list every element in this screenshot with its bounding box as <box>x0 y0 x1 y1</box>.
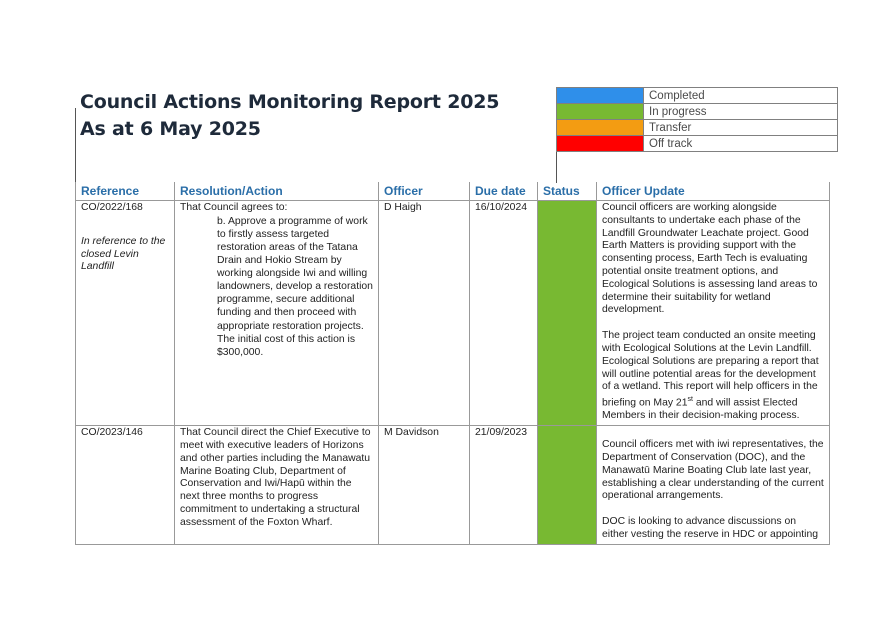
table-header-row: Reference Resolution/Action Officer Due … <box>75 182 830 201</box>
title-line-2: As at 6 May 2025 <box>80 118 261 140</box>
legend-label: In progress <box>643 103 838 120</box>
update-text: and will assist Elected Members in their… <box>602 397 800 422</box>
resolution-cell: That Council agrees to: b. Approve a pro… <box>174 199 379 427</box>
column-header-resolution: Resolution/Action <box>174 182 379 201</box>
officer-cell: M Davidson <box>378 425 470 545</box>
left-margin-rule <box>75 108 76 183</box>
update-paragraph: The project team conducted an onsite mee… <box>602 330 824 423</box>
officer-cell: D Haigh <box>378 199 470 427</box>
update-text: The project team conducted an onsite mee… <box>602 330 819 409</box>
legend-row-in-progress: In progress <box>556 103 838 120</box>
legend-label: Completed <box>643 87 838 104</box>
resolution-cell: That Council direct the Chief Executive … <box>174 425 379 545</box>
table-row: CO/2023/146 That Council direct the Chie… <box>75 425 830 545</box>
column-header-due-date: Due date <box>469 182 538 201</box>
page-title: Council Actions Monitoring Report 2025 A… <box>80 89 500 143</box>
reference-code: CO/2022/168 <box>81 202 143 213</box>
officer-update-cell: Council officers are working alongside c… <box>596 199 830 427</box>
legend-row-transfer: Transfer <box>556 119 838 136</box>
reference-code: CO/2023/146 <box>81 427 143 439</box>
reference-cell: CO/2022/168 In reference to the closed L… <box>75 199 175 427</box>
officer-update-cell: Council officers met with iwi representa… <box>596 425 830 545</box>
legend-swatch-off-track <box>556 135 644 152</box>
status-cell-in-progress <box>537 425 597 545</box>
reference-cell: CO/2023/146 <box>75 425 175 545</box>
legend-label: Off track <box>643 135 838 152</box>
table-row: CO/2022/168 In reference to the closed L… <box>75 199 830 427</box>
legend-row-completed: Completed <box>556 87 838 104</box>
due-date-cell: 21/09/2023 <box>469 425 538 545</box>
update-paragraph: DOC is looking to advance discussions on… <box>602 516 819 540</box>
column-header-officer: Officer <box>378 182 470 201</box>
reference-note: In reference to the closed Levin Landfil… <box>81 235 166 273</box>
column-header-officer-update: Officer Update <box>596 182 830 201</box>
update-paragraph: Council officers met with iwi representa… <box>602 439 824 502</box>
status-legend: Completed In progress Transfer Off track <box>556 87 838 152</box>
title-line-1: Council Actions Monitoring Report 2025 <box>80 91 500 113</box>
update-paragraph: Council officers are working alongside c… <box>602 202 818 316</box>
legend-divider-rule <box>556 150 557 183</box>
legend-swatch-in-progress <box>556 103 644 120</box>
update-superscript: st <box>687 396 693 404</box>
resolution-item: b. Approve a programme of work to firstl… <box>217 215 373 358</box>
resolution-intro: That Council agrees to: <box>180 202 288 213</box>
actions-table: Reference Resolution/Action Officer Due … <box>75 182 830 545</box>
column-header-status: Status <box>537 182 597 201</box>
legend-row-off-track: Off track <box>556 135 838 152</box>
legend-swatch-transfer <box>556 119 644 136</box>
status-cell-in-progress <box>537 199 597 427</box>
legend-label: Transfer <box>643 119 838 136</box>
due-date-cell: 16/10/2024 <box>469 199 538 427</box>
legend-swatch-completed <box>556 87 644 104</box>
column-header-reference: Reference <box>75 182 175 201</box>
